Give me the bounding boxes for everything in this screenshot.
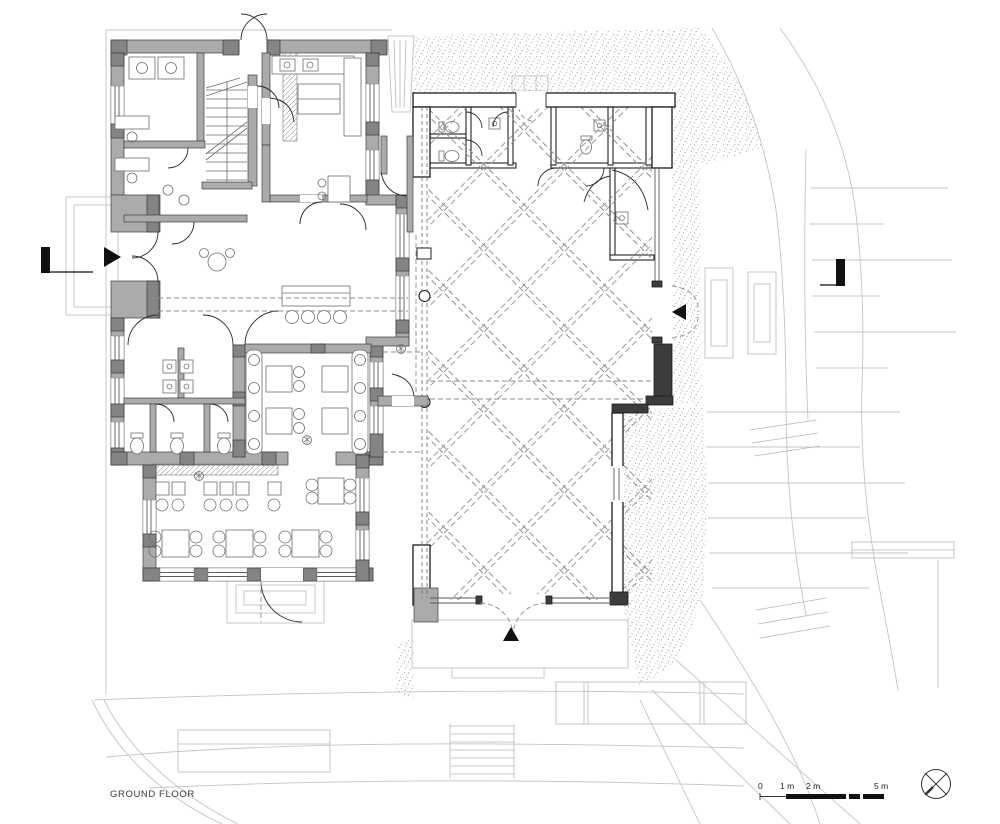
planters-east: [704, 267, 955, 559]
dining-porch-steps-south: [226, 577, 325, 624]
entrance-arrow-south-icon: [503, 627, 519, 641]
scale-bar: 0 1 m 2 m 5 m: [758, 781, 888, 800]
exterior-walls: [110, 13, 410, 623]
reference-dashed-lines: [150, 235, 422, 453]
office-furniture: [114, 56, 190, 206]
scale-tick-5m: 5 m: [874, 781, 888, 791]
ramp-north: [387, 35, 415, 113]
bar-lounge-furniture: [199, 248, 351, 324]
kitchen-furniture: [271, 55, 362, 203]
north-indicator-compass-icon: [921, 769, 951, 799]
furniture: [114, 55, 406, 558]
hall-terrace-south: [411, 619, 629, 679]
entrance-arrow-east-icon: [672, 304, 686, 320]
interior-partitions: [123, 52, 429, 453]
hall-walls: [412, 91, 676, 623]
drawing-title: GROUND FLOOR: [110, 789, 195, 800]
hall-east-entrance: [671, 285, 699, 339]
hall-ridge-dashed-lines: [430, 380, 652, 400]
section-cut-marker-left-icon: [41, 247, 93, 273]
column: [418, 289, 431, 303]
scale-tick-1m: 1 m: [780, 781, 794, 791]
scale-tick-0: 0: [758, 781, 763, 791]
site-stairs-south: [449, 724, 515, 778]
hall-building: [412, 91, 699, 641]
left-building: [104, 13, 429, 623]
entrance-arrow-west-icon: [104, 247, 121, 267]
booth-seating: [245, 349, 369, 455]
planter-south: [555, 681, 747, 725]
section-markers: [41, 247, 845, 286]
door-swings: [127, 85, 415, 423]
staircase: [205, 77, 248, 182]
wc-fixtures-left: [130, 359, 231, 455]
hall-south-entrance: [479, 602, 547, 641]
section-cut-marker-right-icon: [820, 259, 845, 286]
scale-tick-2m: 2 m: [806, 781, 820, 791]
dining-furniture: [148, 463, 357, 558]
terrace-southwest: [177, 729, 331, 773]
